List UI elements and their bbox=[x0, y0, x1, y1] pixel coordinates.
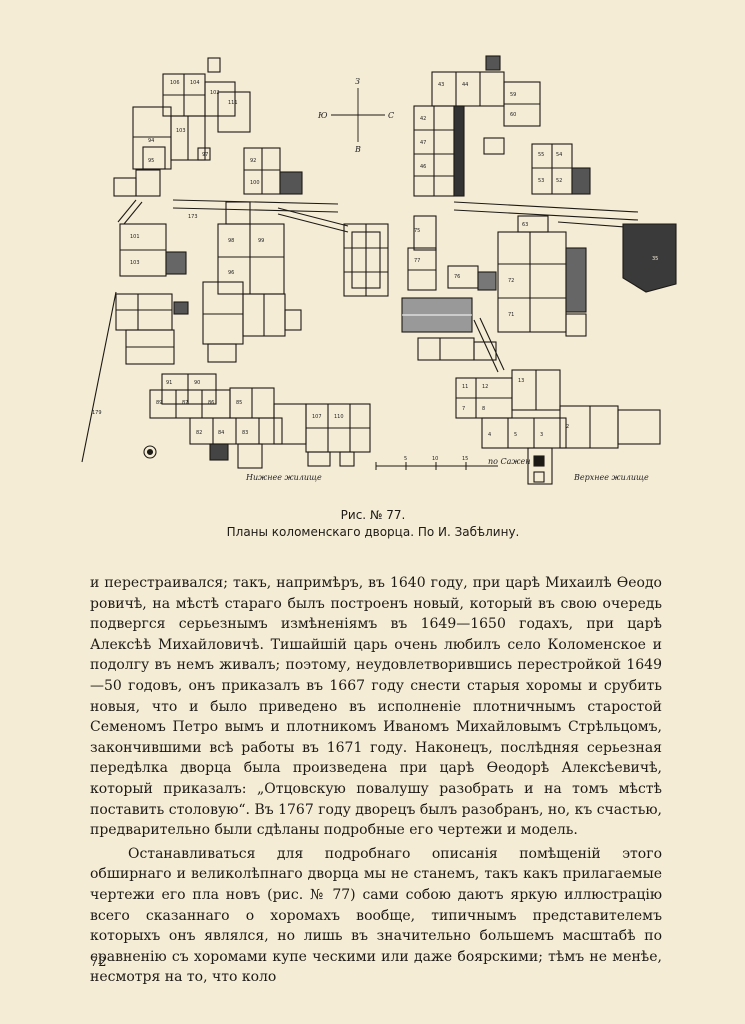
compass-west: Ю bbox=[317, 111, 328, 120]
text-line: новъ (рис. № 77) сами собою даютъ яркую … bbox=[90, 886, 663, 924]
text-line: Останавливаться для подробнаго описанія … bbox=[90, 845, 662, 883]
room-number: 52 bbox=[556, 178, 562, 184]
room-number: 103 bbox=[130, 260, 140, 266]
text-line: вымъ и плотникомъ Иваномъ Михайловымъ Ст… bbox=[90, 719, 662, 756]
scale-bar bbox=[375, 462, 498, 470]
room-number: 98 bbox=[228, 238, 234, 244]
room-number: 90 bbox=[194, 380, 200, 386]
room-number: 104 bbox=[190, 80, 200, 86]
text-line: Михайловичѣ. Тишайшій царь очень любилъ … bbox=[90, 636, 662, 674]
room-number: 107 bbox=[312, 414, 322, 420]
room-number: 87 bbox=[182, 400, 188, 406]
text-line: лишь въ значительно большемъ масштабѣ по… bbox=[90, 928, 662, 965]
compass bbox=[331, 88, 385, 142]
room-number: 5 bbox=[514, 432, 517, 438]
scale-tick: 15 bbox=[462, 456, 468, 462]
room-number: 71 bbox=[508, 312, 514, 318]
room-number: 99 bbox=[258, 238, 264, 244]
room-number: 102 bbox=[210, 90, 220, 96]
compass-east: С bbox=[388, 111, 394, 120]
upper-dwelling-label: Верхнее жилище bbox=[573, 473, 649, 482]
room-number: 46 bbox=[420, 164, 426, 170]
room-numbers-left: 106 104 102 111 103 97 94 95 92 100 101 … bbox=[92, 80, 344, 436]
room-number: 91 bbox=[166, 380, 172, 386]
room-number: 95 bbox=[148, 158, 154, 164]
text-line: и великолѣпнаго дворца мы не станемъ, та… bbox=[90, 866, 663, 903]
room-number: 179 bbox=[92, 410, 102, 416]
room-number: 7 bbox=[462, 406, 465, 412]
room-number: 106 bbox=[170, 80, 180, 86]
room-number: 77 bbox=[414, 258, 420, 264]
room-number: 101 bbox=[130, 234, 140, 240]
room-number: 83 bbox=[242, 430, 248, 436]
room-number: 35 bbox=[652, 256, 658, 262]
figure-number: Рис. № 77. bbox=[340, 508, 406, 522]
text-line: подвергся серьезнымъ измѣненіямъ въ 1649… bbox=[90, 616, 662, 653]
room-number: 96 bbox=[228, 270, 234, 276]
room-number: 8 bbox=[482, 406, 485, 412]
room-number: 72 bbox=[508, 278, 514, 284]
text-line: Въ 1767 году дворецъ былъ разобранъ, но,… bbox=[90, 801, 662, 839]
paragraph-1: и перестраивался; такъ, напримѣръ, въ 16… bbox=[90, 573, 662, 841]
lower-dwelling-label: Нижнее жилище bbox=[245, 473, 322, 482]
room-number: 47 bbox=[420, 140, 426, 146]
text-line: ческими или даже боярскими; тѣмъ не менѣ… bbox=[90, 948, 662, 986]
scale-tick: 5 bbox=[404, 456, 407, 462]
text-line: онъ приказалъ въ 1667 году снести старыя… bbox=[90, 677, 662, 715]
floor-plan-drawing: З В Ю С 5 10 15 по Сажен Нижнее жилище В… bbox=[81, 55, 677, 485]
scale-tick: 10 bbox=[432, 456, 438, 462]
room-number: 103 bbox=[176, 128, 186, 134]
room-number: 75 bbox=[414, 228, 420, 234]
room-number: 85 bbox=[236, 400, 242, 406]
room-number: 111 bbox=[228, 100, 238, 106]
room-number: 2 bbox=[566, 424, 569, 430]
text-line: ровичѣ, на мѣстѣ стараго былъ построенъ … bbox=[90, 595, 662, 612]
room-number: 54 bbox=[556, 152, 562, 158]
room-numbers-right: 43 44 42 47 46 55 54 53 52 59 60 63 75 7… bbox=[414, 82, 658, 438]
room-number: 110 bbox=[334, 414, 344, 420]
room-number: 63 bbox=[522, 222, 528, 228]
room-number: 89 bbox=[156, 400, 162, 406]
scale-label: по Сажен bbox=[488, 457, 531, 466]
room-number: 94 bbox=[148, 138, 154, 144]
figure-caption: Планы коломенскаго дворца. По И. Забѣлин… bbox=[226, 525, 520, 539]
text-line: и перестраивался; такъ, напримѣръ, въ 16… bbox=[90, 575, 662, 591]
compass-south: В bbox=[354, 145, 361, 154]
room-number: 100 bbox=[250, 180, 260, 186]
room-number: 82 bbox=[196, 430, 202, 436]
palace-plans-figure: З В Ю С 5 10 15 по Сажен Нижнее жилище В… bbox=[78, 52, 688, 492]
room-number: 76 bbox=[454, 274, 460, 280]
text-line: и было приведено въ исполненіе плотничны… bbox=[90, 698, 662, 736]
body-text: и перестраивался; такъ, напримѣръ, въ 16… bbox=[90, 573, 662, 988]
room-number: 11 bbox=[462, 384, 468, 390]
room-number: 97 bbox=[202, 152, 208, 158]
room-number: 92 bbox=[250, 158, 256, 164]
room-number: 55 bbox=[538, 152, 544, 158]
text-line: всѣ работы въ 1671 году. Наконецъ, послѣ… bbox=[90, 739, 662, 777]
room-number: 43 bbox=[438, 82, 444, 88]
compass-north: З bbox=[355, 77, 360, 86]
room-number: 3 bbox=[540, 432, 543, 438]
text-line: „Отцовскую повалушу разобрать и на томъ … bbox=[90, 780, 662, 818]
room-number: 173 bbox=[188, 214, 198, 220]
room-number: 13 bbox=[518, 378, 524, 384]
paragraph-2: Останавливаться для подробнаго описанія … bbox=[90, 844, 662, 988]
text-line: была произведена при царѣ Ѳеодорѣ Алексѣ… bbox=[90, 760, 663, 797]
room-number: 42 bbox=[420, 116, 426, 122]
room-number: 59 bbox=[510, 92, 516, 98]
room-number: 12 bbox=[482, 384, 488, 390]
room-number: 84 bbox=[218, 430, 224, 436]
room-number: 44 bbox=[462, 82, 468, 88]
room-number: 53 bbox=[538, 178, 544, 184]
text-line: были сдѣланы подробные его чертежи и мод… bbox=[214, 822, 578, 839]
room-number: 60 bbox=[510, 112, 516, 118]
text-line: о хоромахъ вообще, типичнымъ представите… bbox=[90, 907, 662, 945]
room-number: 86 bbox=[208, 400, 214, 406]
text-line: въ немъ живалъ; поэтому, неудовлетворивш… bbox=[90, 657, 662, 694]
page-number: 72 bbox=[90, 955, 107, 970]
room-number: 4 bbox=[488, 432, 491, 438]
